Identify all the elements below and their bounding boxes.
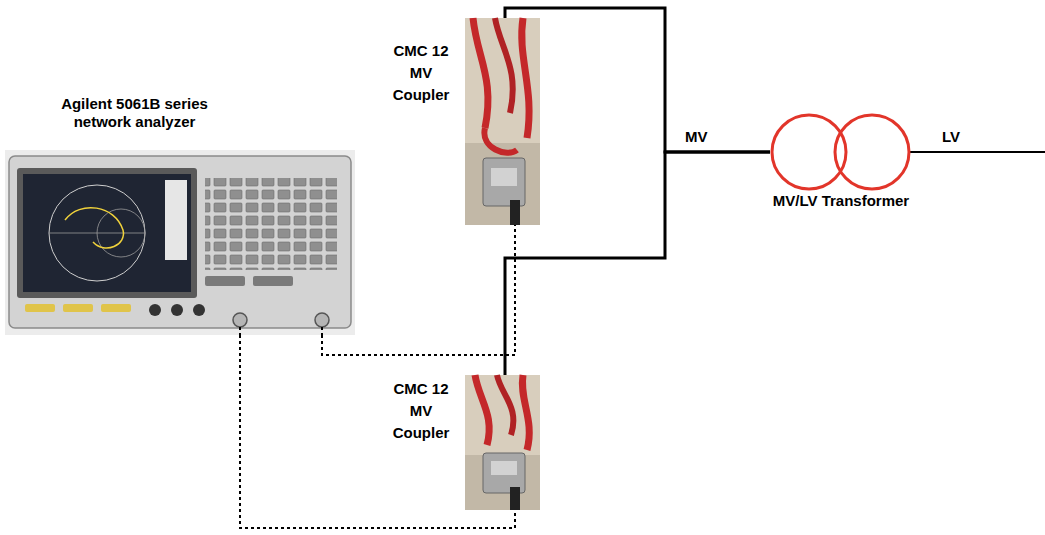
node-label: MV/LV Transformer (770, 192, 912, 209)
mv-coupler: CMC 12 MV Coupler (385, 375, 545, 510)
coupler-photo (465, 18, 540, 225)
transformer-coils (770, 112, 912, 192)
mv-coupler: CMC 12 MV Coupler (385, 18, 545, 225)
node-label: Agilent 5061B series network analyzer (47, 95, 222, 131)
analyzer-photo (5, 150, 355, 335)
mv-cable (505, 152, 770, 375)
voltage-label: LV (940, 128, 962, 145)
coupler-photo (465, 375, 540, 510)
mv-cable (505, 8, 770, 152)
network-analyzer: Agilent 5061B series network analyzer (5, 95, 355, 335)
coax-cable (322, 225, 515, 355)
node-label: CMC 12 MV Coupler (385, 40, 457, 105)
lv-line (909, 151, 1045, 153)
node-label: CMC 12 MV Coupler (385, 378, 457, 443)
coax-cable (240, 335, 515, 528)
transformer-symbol: MV/LV Transformer (770, 112, 914, 224)
voltage-label: MV (683, 128, 710, 145)
